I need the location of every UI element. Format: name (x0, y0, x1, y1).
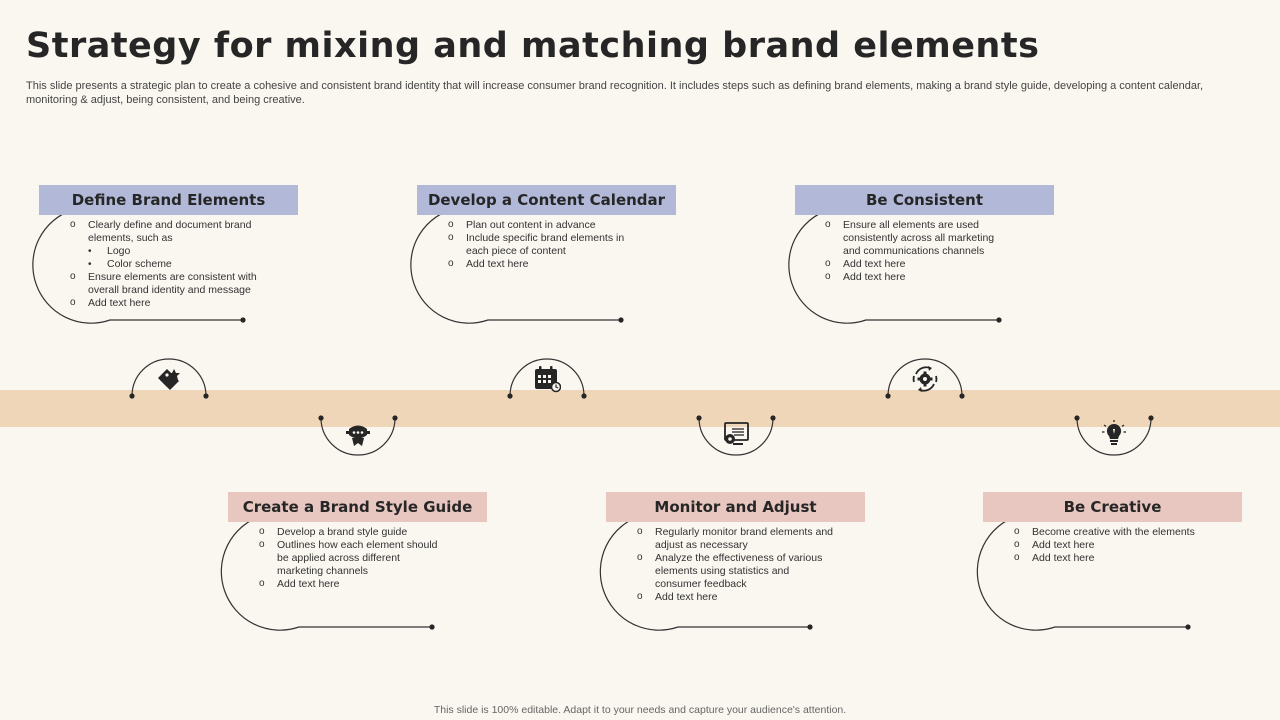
list-item: Regularly monitor brand elements and adj… (637, 525, 837, 552)
list-item: Add text here (259, 577, 439, 591)
list-item: Include specific brand elements in each … (448, 231, 638, 258)
card-list-be-creative: Become creative with the elementsAdd tex… (1014, 525, 1214, 565)
slide-subtitle: This slide presents a strategic plan to … (26, 80, 1204, 106)
card-title-define-brand-elements: Define Brand Elements (39, 185, 298, 215)
list-item: Outlines how each element should be appl… (259, 538, 439, 578)
list-item: Analyze the effectiveness of various ele… (637, 551, 837, 591)
semicircle-creative (1076, 417, 1152, 456)
card-title-create-brand-style-guide: Create a Brand Style Guide (228, 492, 487, 522)
card-list-define-brand-elements: Clearly define and document brand elemen… (70, 218, 260, 310)
timeline-band (0, 390, 1280, 427)
gear-cycle-icon (912, 366, 938, 392)
card-title-be-creative: Be Creative (983, 492, 1242, 522)
monitor-gear-icon (724, 422, 749, 445)
list-item: Become creative with the elements (1014, 525, 1214, 539)
card-list-develop-content-calendar: Plan out content in advanceInclude speci… (448, 218, 638, 271)
list-item: Logo (70, 245, 260, 258)
card-list-be-consistent: Ensure all elements are used consistentl… (825, 218, 1000, 284)
list-item: Ensure all elements are used consistentl… (825, 218, 1000, 258)
bracket-curve-creative (976, 515, 1188, 631)
card-title-monitor-and-adjust: Monitor and Adjust (606, 492, 865, 522)
list-item: Add text here (1014, 551, 1214, 565)
list-item: Clearly define and document brand elemen… (70, 218, 260, 245)
card-list-create-brand-style-guide: Develop a brand style guideOutlines how … (259, 525, 439, 591)
calendar-icon (535, 366, 561, 393)
bracket-curve-consistent (788, 209, 999, 324)
footer-note: This slide is 100% editable. Adapt it to… (433, 704, 847, 716)
semicircle-style-guide (320, 417, 396, 456)
slide-title: Strategy for mixing and matching brand e… (26, 26, 1040, 66)
card-title-be-consistent: Be Consistent (795, 185, 1054, 215)
badge-icon (346, 425, 370, 446)
bracket-curve-calendar (410, 209, 621, 324)
bracket-curve-style-guide (220, 515, 432, 631)
list-item: Develop a brand style guide (259, 525, 439, 539)
semicircle-calendar (509, 358, 585, 397)
bracket-curve-define (32, 209, 243, 324)
bracket-curve-monitor (599, 515, 810, 631)
list-item: Color scheme (70, 258, 260, 271)
semicircle-define (131, 358, 207, 397)
list-item: Plan out content in advance (448, 218, 638, 232)
list-item: Ensure elements are consistent with over… (70, 270, 260, 297)
list-item: Add text here (637, 590, 837, 604)
list-item: Add text here (1014, 538, 1214, 552)
list-item: Add text here (825, 257, 1000, 271)
list-item: Add text here (448, 257, 638, 271)
semicircle-consistent (887, 358, 963, 397)
list-item: Add text here (825, 270, 1000, 284)
card-title-develop-content-calendar: Develop a Content Calendar (417, 185, 676, 215)
card-list-monitor-and-adjust: Regularly monitor brand elements and adj… (637, 525, 837, 604)
list-item: Add text here (70, 296, 260, 310)
lightbulb-icon (1102, 420, 1126, 445)
semicircle-monitor (698, 417, 774, 456)
tag-icon (158, 369, 180, 390)
